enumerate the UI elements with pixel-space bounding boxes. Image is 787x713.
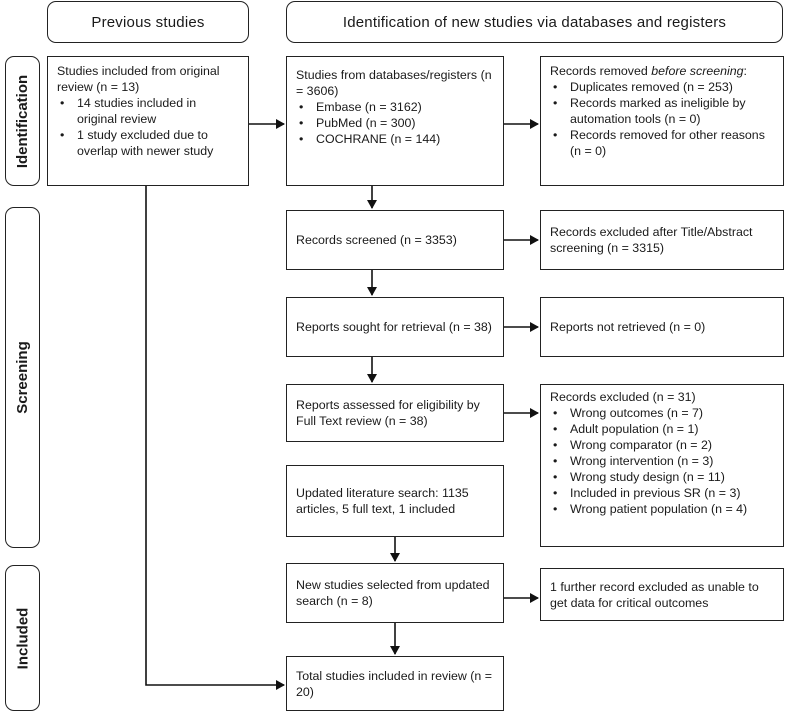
records-removed-lead-em: before screening [651,64,744,78]
original-review-lead: Studies included from original review (n… [57,64,220,94]
list-item: Wrong intervention (n = 3) [553,453,774,469]
excluded-title-abstract-text: Records excluded after Title/Abstract sc… [550,225,753,255]
updated-search-text: Updated literature search: 1135 articles… [296,486,469,516]
new-studies-selected-text: New studies selected from updated search… [296,578,490,608]
box-original-review: Studies included from original review (n… [47,56,249,186]
header-previous-studies-label: Previous studies [91,13,205,31]
phase-included: Included [5,565,40,711]
original-review-list: 14 studies included in original review 1… [57,95,239,159]
list-item: Wrong comparator (n = 2) [553,437,774,453]
records-excluded-list: Wrong outcomes (n = 7) Adult population … [550,405,774,517]
list-item: 1 study excluded due to overlap with new… [60,127,239,159]
list-item: Wrong outcomes (n = 7) [553,405,774,421]
list-item: Adult population (n = 1) [553,421,774,437]
list-item: Wrong patient population (n = 4) [553,501,774,517]
box-new-studies-selected: New studies selected from updated search… [286,563,504,623]
box-reports-sought: Reports sought for retrieval (n = 38) [286,297,504,357]
records-screened-text: Records screened (n = 3353) [296,233,457,247]
box-records-screened: Records screened (n = 3353) [286,210,504,270]
box-records-removed: Records removed before screening: Duplic… [540,56,784,186]
list-item: Records marked as ineligible by automati… [553,95,774,127]
list-item: Embase (n = 3162) [299,99,494,115]
reports-sought-text: Reports sought for retrieval (n = 38) [296,320,492,334]
records-removed-list: Duplicates removed (n = 253) Records mar… [550,79,774,159]
list-item: Included in previous SR (n = 3) [553,485,774,501]
records-removed-lead-pre: Records removed [550,64,652,78]
arrow-previous-to-total [145,186,285,690]
list-item: Duplicates removed (n = 253) [553,79,774,95]
box-total-included: Total studies included in review (n = 20… [286,656,504,711]
further-excluded-text: 1 further record excluded as unable to g… [550,579,759,610]
list-item: 14 studies included in original review [60,95,239,127]
list-item: COCHRANE (n = 144) [299,131,494,147]
databases-list: Embase (n = 3162) PubMed (n = 300) COCHR… [296,99,494,147]
list-item: Records removed for other reasons (n = 0… [553,127,774,159]
header-previous-studies: Previous studies [47,1,249,43]
box-reports-not-retrieved: Reports not retrieved (n = 0) [540,297,784,357]
list-item: Wrong study design (n = 11) [553,469,774,485]
list-item: PubMed (n = 300) [299,115,494,131]
box-updated-search: Updated literature search: 1135 articles… [286,465,504,537]
box-databases: Studies from databases/registers (n = 36… [286,56,504,186]
box-further-excluded: 1 further record excluded as unable to g… [540,568,784,621]
records-removed-lead-post: : [743,64,747,78]
phase-screening: Screening [5,207,40,548]
header-new-studies-label: Identification of new studies via databa… [342,13,727,31]
total-included-text: Total studies included in review (n = 20… [296,668,492,699]
header-new-studies: Identification of new studies via databa… [286,1,783,43]
reports-not-retrieved-text: Reports not retrieved (n = 0) [550,320,706,334]
records-excluded-lead: Records excluded (n = 31) [550,390,696,404]
phase-identification: Identification [5,56,40,186]
box-records-excluded-full-text: Records excluded (n = 31) Wrong outcomes… [540,384,784,547]
records-removed-lead: Records removed before screening: [550,63,774,79]
box-excluded-title-abstract: Records excluded after Title/Abstract sc… [540,210,784,270]
reports-assessed-text: Reports assessed for eligibility by Full… [296,398,480,428]
box-reports-assessed: Reports assessed for eligibility by Full… [286,384,504,442]
databases-lead: Studies from databases/registers (n = 36… [296,68,492,98]
